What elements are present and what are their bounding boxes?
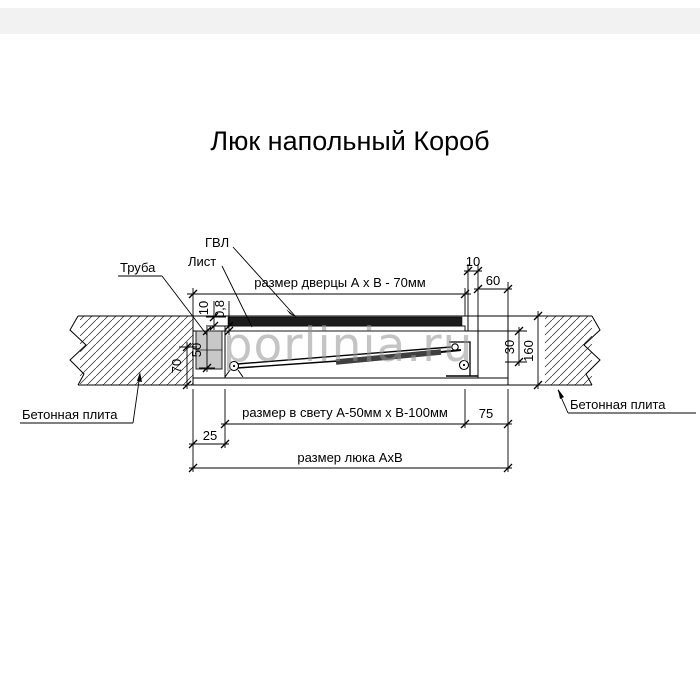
leader-arrow-gvl <box>286 309 296 317</box>
break-line-left <box>69 315 87 386</box>
concrete-slabs <box>69 315 601 386</box>
label-tube: Труба <box>120 260 156 275</box>
label-concrete-left: Бетонная плита <box>22 407 118 422</box>
dim-sheet-08: 0,8 <box>212 300 227 318</box>
leader-arrow-concrete-right <box>558 389 564 399</box>
concrete-hatch-left <box>80 316 193 385</box>
watermark: porlinia.ru <box>223 318 474 373</box>
label-gvl: ГВЛ <box>205 235 229 250</box>
dim-hatch-size: размер люка АхВ <box>297 450 402 465</box>
label-underlines <box>20 275 696 424</box>
drawing-title: Люк напольный Короб <box>210 126 489 156</box>
dim-50: 50 <box>189 343 204 357</box>
bracket-pin-upper <box>451 343 459 351</box>
dim-70: 70 <box>169 359 184 373</box>
hinge-legs <box>224 369 244 378</box>
leader-arrow-concrete-left <box>137 372 142 382</box>
gas-strut-body <box>335 349 442 365</box>
dim-clear-size: размер в свету А-50мм х В-100мм <box>242 405 448 420</box>
pivot-dot-left <box>232 364 236 368</box>
label-sheet: Лист <box>188 254 216 269</box>
label-concrete-right: Бетонная плита <box>570 397 666 412</box>
dim-door-size: размер дверцы А х В - 70мм <box>254 275 426 290</box>
hinge-arms <box>236 346 452 369</box>
leader-lines <box>132 246 569 424</box>
pivot-dot-right <box>462 363 466 367</box>
dim-gvl-10: 10 <box>196 301 211 315</box>
top-band <box>0 8 700 34</box>
extension-lines <box>179 264 527 472</box>
dim-10-top: 10 <box>466 254 480 269</box>
dim-75: 75 <box>479 406 493 421</box>
hatch-frame <box>192 316 509 385</box>
dim-60: 60 <box>486 273 500 288</box>
right-bracket <box>449 341 471 376</box>
dimension-ticks <box>182 266 543 473</box>
concrete-hatch-right <box>545 316 592 385</box>
dim-30: 30 <box>502 340 517 354</box>
dimensions: размер дверцы А х В - 70мм 10 60 10 0,8 … <box>169 254 543 473</box>
break-line-right <box>583 315 601 386</box>
dim-25: 25 <box>203 428 217 443</box>
dimension-lines <box>186 270 539 469</box>
hinge-mechanism <box>224 341 478 378</box>
gas-strut-rod <box>440 349 462 353</box>
gvl-panel <box>227 316 463 327</box>
callouts: ГВЛ Лист Труба Бетонная плита Бетонная п… <box>20 235 696 424</box>
dim-160: 160 <box>521 340 536 362</box>
